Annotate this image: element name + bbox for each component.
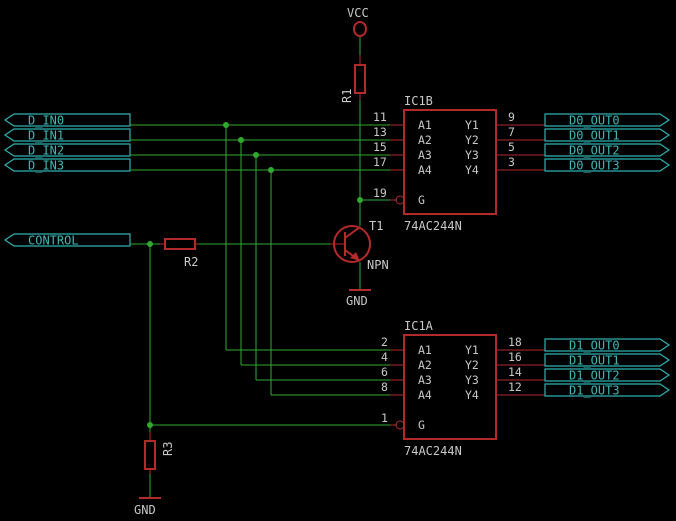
pin-name: Y1 [465,343,479,357]
pin-name: A3 [418,148,432,162]
port-d1-out0[interactable]: D1_OUT0 [544,338,671,353]
pin-number: 9 [508,110,515,124]
pin-number: 14 [508,365,522,379]
r1-label: R1 [340,89,354,103]
pin-name: A4 [418,388,432,402]
pin-number: 13 [373,125,387,139]
ic1a[interactable]: IC1A 74AC244N 2 4 6 8 1 A1 A2 A3 A4 G Y1… [381,319,545,458]
port-control[interactable]: CONTROL [3,233,131,248]
port-label: D0_OUT1 [569,129,620,143]
gnd-r3[interactable]: GND [134,497,161,517]
port-d0-out3[interactable]: D0_OUT3 [544,158,671,173]
port-label: D0_OUT0 [569,114,620,128]
pin-name: A4 [418,163,432,177]
port-d-in3[interactable]: D_IN3 [3,158,131,173]
pin-number: 18 [508,335,522,349]
port-d-in1[interactable]: D_IN1 [3,128,131,143]
resistor-r1[interactable]: R1 [340,55,366,103]
gnd-label: GND [346,294,368,308]
port-label: D_IN3 [28,159,64,173]
pin-name: Y2 [465,358,479,372]
port-d1-out1[interactable]: D1_OUT1 [544,353,671,368]
pin-number: 19 [373,186,387,200]
gnd-label: GND [134,503,156,517]
t1-type: NPN [367,258,389,272]
resistor-r2[interactable]: R2 [160,238,199,269]
pin-number: 3 [508,155,515,169]
pin-number: 11 [373,110,387,124]
vcc-supply[interactable]: VCC [347,6,369,37]
pin-name: Y3 [465,373,479,387]
pin-name: Y4 [465,163,479,177]
ic1a-name: IC1A [404,319,434,333]
port-label: D1_OUT1 [569,354,620,368]
vcc-label: VCC [347,6,369,20]
wires [130,36,390,497]
pin-number: 7 [508,125,515,139]
port-d-in2[interactable]: D_IN2 [3,143,131,158]
resistor-r3[interactable]: R3 [144,432,175,474]
port-d0-out1[interactable]: D0_OUT1 [544,128,671,143]
ic1a-part: 74AC244N [404,444,462,458]
pin-name: A3 [418,373,432,387]
port-label: CONTROL [28,234,79,248]
ic1a-output-ports: D1_OUT0 D1_OUT1 D1_OUT2 D1_OUT3 [544,338,671,398]
pin-name: Y2 [465,133,479,147]
t1-name: T1 [369,219,383,233]
input-ports: D_IN0 D_IN1 D_IN2 D_IN3 CONTROL [3,113,131,248]
ic1b-part: 74AC244N [404,219,462,233]
pin-name: Y1 [465,118,479,132]
pin-number: 2 [381,335,388,349]
pin-name: Y4 [465,388,479,402]
port-d0-out0[interactable]: D0_OUT0 [544,113,671,128]
ic1b-name: IC1B [404,94,433,108]
port-label: D_IN0 [28,114,64,128]
port-label: D1_OUT3 [569,384,620,398]
port-label: D1_OUT0 [569,339,620,353]
pin-name: Y3 [465,148,479,162]
transistor-t1[interactable]: T1 NPN [330,219,389,272]
ic1b-output-ports: D0_OUT0 D0_OUT1 D0_OUT2 D0_OUT3 [544,113,671,173]
junctions [147,122,363,428]
pin-number: 15 [373,140,387,154]
gnd-t1[interactable]: GND [346,289,371,308]
pin-name: A2 [418,133,432,147]
pin-number: 5 [508,140,515,154]
pin-name: A1 [418,118,432,132]
port-label: D_IN2 [28,144,64,158]
pin-number: 8 [381,380,388,394]
r2-label: R2 [184,255,198,269]
port-label: D_IN1 [28,129,64,143]
pin-name: A1 [418,343,432,357]
pin-number: 1 [381,411,388,425]
r3-label: R3 [161,442,175,456]
pin-name: G [418,418,425,432]
ic1b[interactable]: IC1B 74AC244N 11 13 15 17 19 A1 A2 A3 A4… [373,94,545,233]
pin-number: 16 [508,350,522,364]
pin-name: A2 [418,358,432,372]
port-label: D0_OUT3 [569,159,620,173]
pin-number: 4 [381,350,388,364]
pin-number: 12 [508,380,522,394]
pin-name: G [418,193,425,207]
port-label: D0_OUT2 [569,144,620,158]
port-d1-out2[interactable]: D1_OUT2 [544,368,671,383]
port-d-in0[interactable]: D_IN0 [3,113,131,128]
port-d1-out3[interactable]: D1_OUT3 [544,383,671,398]
pin-number: 6 [381,365,388,379]
port-d0-out2[interactable]: D0_OUT2 [544,143,671,158]
port-label: D1_OUT2 [569,369,620,383]
pin-number: 17 [373,155,387,169]
